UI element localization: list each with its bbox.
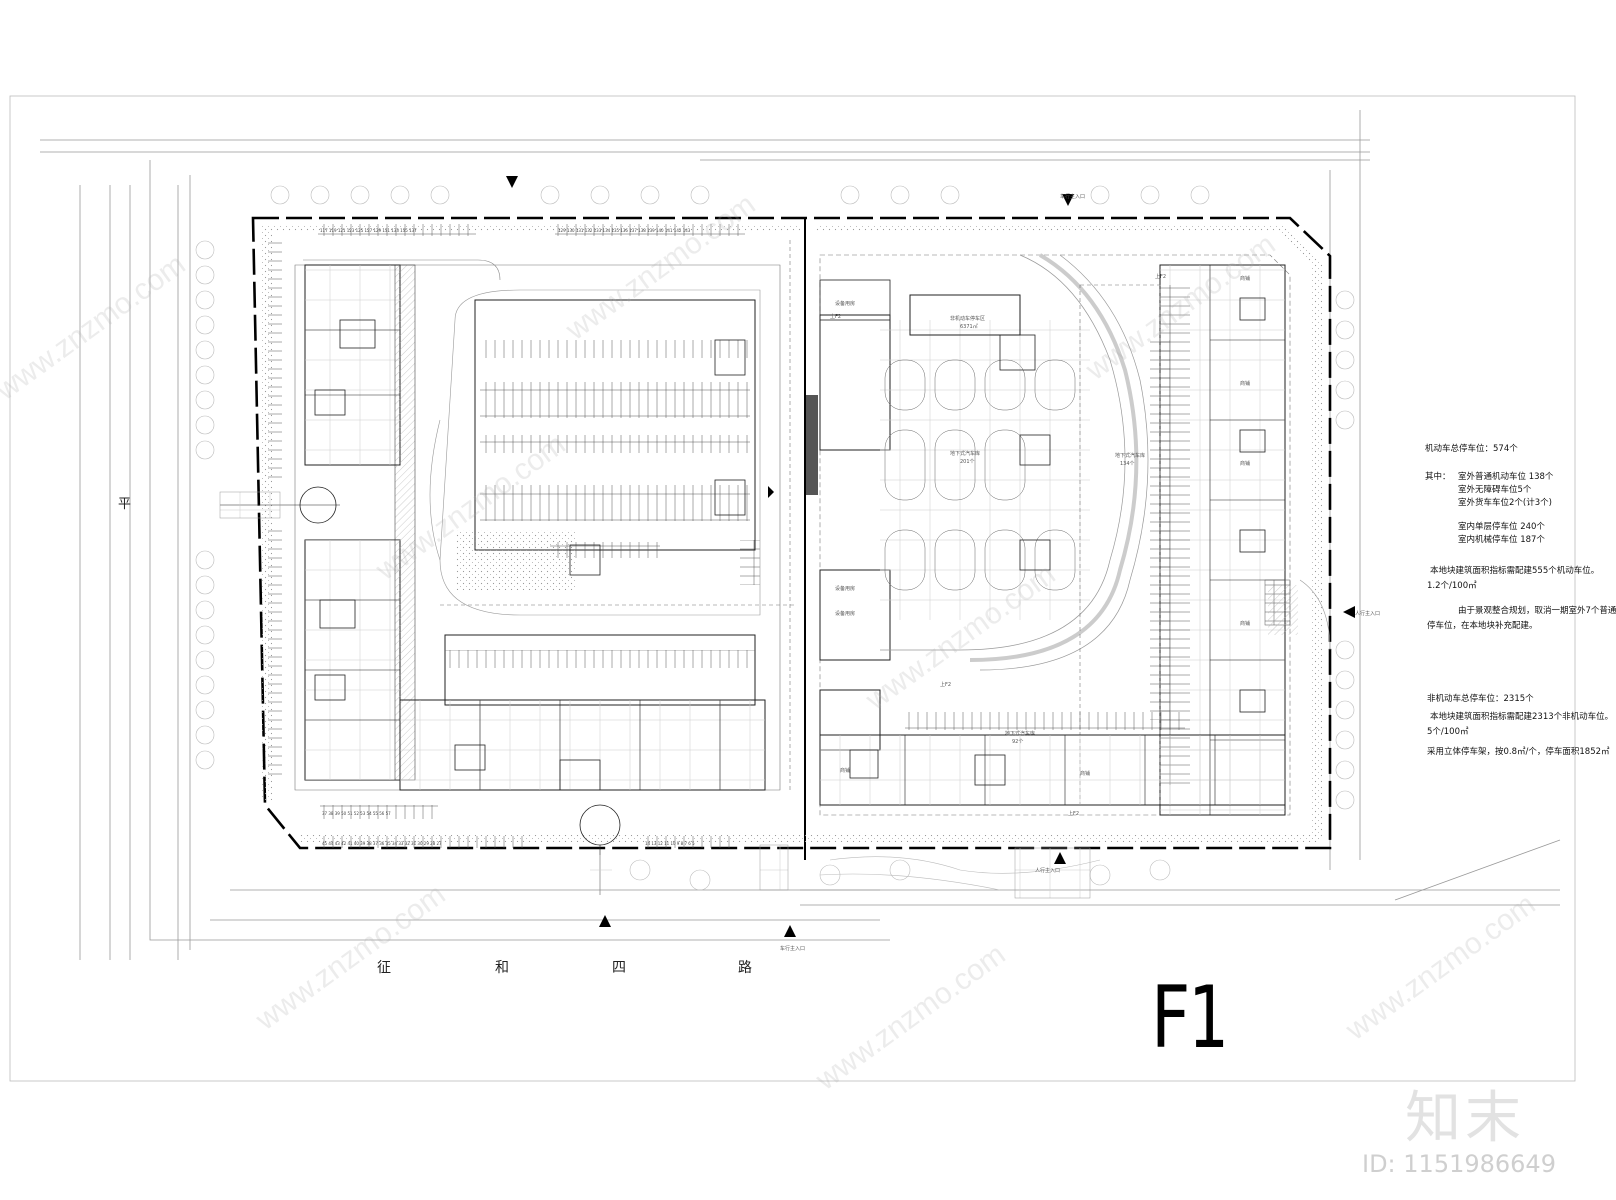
- vehicle-entrance-south-label: 车行主入口: [780, 945, 805, 952]
- sheet-frame: [9, 95, 1576, 1082]
- shop-label-3: 商铺: [1240, 460, 1250, 467]
- asset-id-label: ID: 1151986649: [1362, 1150, 1556, 1178]
- site-boundary: [251, 216, 1332, 850]
- stall-numbers: 117 119 121 123 125 127 129 131 133 135 …: [320, 228, 695, 846]
- entrance-arrows: [506, 176, 1355, 937]
- shop-label-6: 商铺: [840, 767, 850, 774]
- road-name-char-1: 征: [377, 960, 391, 976]
- equipment-label-1: 设备用房: [835, 300, 855, 307]
- right-plot: [806, 253, 1331, 899]
- nonmotor-area-label: 非机动车停车区: [950, 315, 985, 322]
- nonmotor-area-value: 6371㎡: [960, 323, 978, 330]
- among-label: 其中：: [1425, 472, 1451, 482]
- road-name-char-2: 和: [495, 960, 509, 976]
- motor-ratio: 1.2个/100㎡: [1427, 581, 1477, 591]
- svg-text:37 38 39 50 51 52 53 54 55 56: 37 38 39 50 51 52 53 54 55 56 57: [322, 811, 391, 816]
- perimeter-parking: [268, 224, 760, 848]
- motor-item-2: 室外无障碍车位5个: [1458, 485, 1532, 495]
- sheet-title: F1: [1150, 968, 1228, 1068]
- garage-201-label: 地下式汽车库: [950, 450, 980, 457]
- shop-label-1: 商铺: [1240, 275, 1250, 282]
- equipment-label-3: 设备用房: [835, 610, 855, 617]
- garage-134-count: 134个: [1120, 461, 1135, 467]
- west-road-char: 平: [118, 497, 132, 512]
- garage-92-count: 92个: [1012, 739, 1023, 745]
- svg-text:117 119 121 123 125 127 129 13: 117 119 121 123 125 127 129 131 133 135 …: [320, 228, 417, 233]
- motor-item-4: 室内单层停车位 240个: [1458, 522, 1545, 532]
- motor-item-3: 室外货车车位2个(计3个): [1458, 498, 1552, 508]
- nonmotor-requirement: 本地块建筑面积指标需配建2313个非机动车位。: [1430, 712, 1614, 722]
- svg-text:45 44 43 42 41 40 39 38 37 36: 45 44 43 42 41 40 39 38 37 36 35 34 33 3…: [322, 841, 442, 846]
- left-plot: [219, 240, 795, 895]
- ramp-label-3: 上F2: [1068, 810, 1079, 817]
- ramp-label-4: 上F2: [830, 313, 841, 320]
- shop-label-4: 商铺: [1240, 620, 1250, 627]
- svg-text:129 130 131 132 133 134 135 13: 129 130 131 132 133 134 135 136 137 138 …: [558, 228, 691, 233]
- green-belts: [262, 225, 1322, 842]
- perimeter-trees: [195, 185, 1355, 891]
- road-name-char-4: 路: [738, 960, 752, 976]
- motor-item-5: 室内机械停车位 187个: [1458, 535, 1545, 545]
- pedestrian-entrance-east-label: 人行主入口: [1355, 610, 1380, 617]
- garage-92-label: 地下式汽车库: [1005, 730, 1035, 737]
- motor-remark-2: 停车位，在本地块补充配建。: [1427, 621, 1538, 631]
- nonmotor-ratio: 5个/100㎡: [1427, 727, 1469, 737]
- pedestrian-entrance-south-label: 人行主入口: [1035, 867, 1060, 874]
- nonmotor-total-note: 非机动车总停车位：2315个: [1427, 694, 1534, 704]
- brand-logo: 知末: [1405, 1086, 1525, 1151]
- motor-total-note: 机动车总停车位：574个: [1425, 444, 1518, 454]
- plan-labels: 车行主入口 车行主入口 人行主入口 人行主入口 非机动车停车区 6371㎡ 地下…: [780, 193, 1380, 952]
- shop-label-5: 商铺: [1080, 770, 1090, 777]
- vehicle-entrance-north-label: 车行主入口: [1060, 193, 1085, 200]
- motor-remark-1: 由于景观整合规划，取消一期室外7个普通: [1458, 606, 1616, 616]
- shop-label-2: 商铺: [1240, 380, 1250, 387]
- nonmotor-rack: 采用立体停车架，按0.8㎡/个，停车面积1852㎡: [1427, 747, 1610, 757]
- garage-134-label: 地下式汽车库: [1115, 452, 1145, 459]
- garage-201-count: 201个: [960, 459, 975, 465]
- ramp-label-2: 上F2: [940, 681, 951, 688]
- road-name-char-3: 四: [612, 960, 626, 976]
- motor-item-1: 室外普通机动车位 138个: [1458, 472, 1554, 482]
- motor-requirement: 本地块建筑面积指标需配建555个机动车位。: [1430, 566, 1600, 576]
- equipment-label-2: 设备用房: [835, 585, 855, 592]
- ramp-label-1: 上F2: [1155, 273, 1166, 280]
- svg-text:14 13 12 11 10 9 8 7 6 5: 14 13 12 11 10 9 8 7 6 5: [645, 841, 695, 846]
